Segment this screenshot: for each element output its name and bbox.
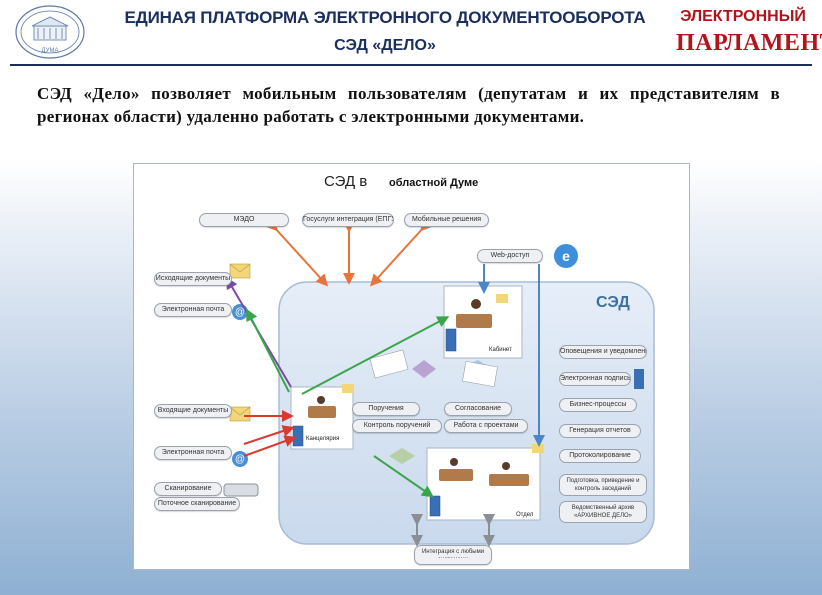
- left-item-outgoing-docs: Исходящие документы: [154, 272, 232, 286]
- right-item-archive: Ведомственный архив «АРХИВНОЕ ДЕЛО»: [559, 501, 647, 523]
- right-item-e-signature: Электронная подпись: [559, 372, 631, 386]
- right-item-report-generation: Генерация отчетов: [559, 424, 641, 438]
- left-item-scanning: Сканирование: [154, 482, 222, 496]
- bottom-item-integration: Интеграция с любыми системами: [414, 545, 492, 565]
- header: ДУМА ЕДИНАЯ ПЛАТФОРМА ЭЛЕКТРОННОГО ДОКУМ…: [0, 0, 822, 64]
- diagram-title: СЭД в: [324, 173, 368, 190]
- header-divider: [10, 64, 812, 66]
- svg-text:ДУМА: ДУМА: [42, 48, 59, 54]
- brand-logo-top: ЭЛЕКТРОННЫЙ: [680, 8, 806, 25]
- intro-paragraph: СЭД «Дело» позволяет мобильным пользоват…: [37, 84, 780, 126]
- web-access-item: Web-доступ: [477, 249, 543, 263]
- svg-text:e: e: [562, 248, 570, 264]
- center-item-approval: Согласование: [444, 402, 512, 416]
- left-item-stream-scanning: Поточное сканирование: [154, 497, 240, 511]
- sed-diagram: @ @ e СЭД в областной Думе СЭД МЭДО Гос: [133, 163, 690, 570]
- room-label-cabinet: Кабинет: [489, 347, 512, 353]
- duma-emblem-icon: ДУМА: [15, 5, 85, 59]
- top-item-medo: МЭДО: [199, 213, 289, 227]
- diagram-subtitle: областной Думе: [389, 177, 479, 189]
- left-item-incoming-docs: Входящие документы: [154, 404, 232, 418]
- room-label-chancellery: Канцелярия: [306, 436, 340, 442]
- center-item-assignment-control: Контроль поручений: [352, 419, 442, 433]
- top-item-gosuslugi: Госуслуги интеграция (ЕПГУ): [302, 213, 394, 227]
- svg-text:@: @: [235, 307, 245, 318]
- platform-subtitle: СЭД «ДЕЛО»: [334, 37, 436, 54]
- svg-text:@: @: [235, 454, 245, 465]
- sed-container-label: СЭД: [596, 294, 630, 311]
- center-item-assignments: Поручения: [352, 402, 420, 416]
- top-item-mobile: Мобильные решения: [404, 213, 489, 227]
- left-item-email-2: Электронная почта: [154, 446, 232, 460]
- left-item-email-1: Электронная почта: [154, 303, 232, 317]
- room-label-department: Отдел: [516, 512, 534, 518]
- right-item-protocols: Протоколирование: [559, 449, 641, 463]
- platform-title: ЕДИНАЯ ПЛАТФОРМА ЭЛЕКТРОННОГО ДОКУМЕНТОО…: [124, 8, 646, 27]
- right-item-notifications: Оповещения и уведомления: [559, 345, 647, 359]
- right-item-sessions: Подготовка, приведение и контроль заседа…: [559, 474, 647, 496]
- brand-logo-bottom: ПАРЛАМЕНТ: [676, 30, 822, 56]
- right-item-business-processes: Бизнес-процессы: [559, 398, 637, 412]
- center-item-projects: Работа с проектами: [444, 419, 528, 433]
